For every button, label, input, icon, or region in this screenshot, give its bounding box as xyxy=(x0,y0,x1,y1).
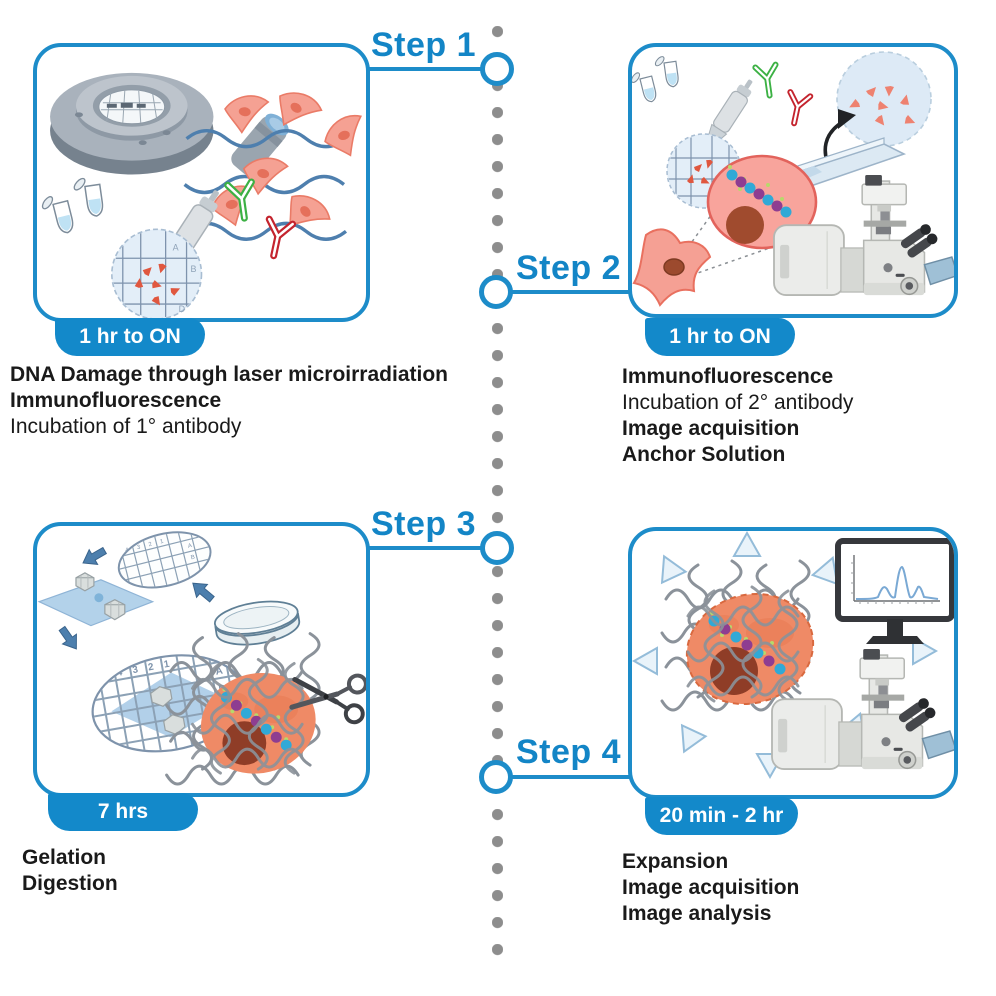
description-line: Incubation of 1° antibody xyxy=(10,415,242,438)
microtube-icon xyxy=(73,177,104,217)
description-line: Immunofluorescence xyxy=(10,389,222,412)
step4-duration-badge: 20 min - 2 hr xyxy=(645,797,798,835)
description-line: Anchor Solution xyxy=(622,443,786,466)
microtube-icon xyxy=(41,196,74,234)
svg-text:3: 3 xyxy=(132,664,140,676)
timeline-dotted-line xyxy=(492,26,503,960)
cells-with-laser-tracks-icon xyxy=(183,92,363,241)
step1-illustration: A B D xyxy=(41,72,363,318)
svg-text:1: 1 xyxy=(160,539,165,546)
description-line: Expansion xyxy=(622,850,729,873)
svg-text:A: A xyxy=(215,666,224,678)
timeline-node-step1 xyxy=(480,52,514,86)
timeline-node-step2 xyxy=(479,275,513,309)
gel-block-icon xyxy=(75,572,95,592)
gel-block-icon xyxy=(150,686,173,708)
connector-step4 xyxy=(512,775,630,779)
step4-illustration xyxy=(632,531,954,780)
svg-text:A: A xyxy=(173,242,179,252)
step2-illustration xyxy=(632,51,954,307)
gel-block-icon xyxy=(163,714,186,736)
description-line: Incubation of 2° antibody xyxy=(622,391,854,414)
step1-description: DNA Damage through laser microirradiatio… xyxy=(10,362,448,440)
svg-text:2: 2 xyxy=(148,541,153,548)
intensity-plot xyxy=(851,555,940,604)
green-antibody-icon xyxy=(752,61,779,99)
svg-text:A: A xyxy=(187,543,192,550)
svg-text:3: 3 xyxy=(136,544,141,551)
svg-text:2: 2 xyxy=(147,662,155,674)
step3-label: Step 3 xyxy=(371,505,477,543)
svg-text:1: 1 xyxy=(163,659,171,671)
gel-block-icon xyxy=(104,599,126,621)
imaging-chamber-icon xyxy=(50,72,214,175)
red-antibody-icon xyxy=(265,215,297,260)
description-line: Image acquisition xyxy=(622,876,800,899)
step4-panel xyxy=(628,527,958,799)
red-antibody-icon xyxy=(787,89,814,127)
connector-step1 xyxy=(368,67,482,71)
confocal-microscope-icon xyxy=(771,649,954,770)
step1-panel: A B D xyxy=(33,43,370,322)
connector-step2 xyxy=(512,290,630,294)
step1-duration-badge: 1 hr to ON xyxy=(55,318,205,356)
step2-panel xyxy=(628,43,958,318)
description-line: Digestion xyxy=(22,872,118,895)
step2-duration-badge: 1 hr to ON xyxy=(645,318,795,356)
polymer-mesh-over xyxy=(686,585,800,703)
svg-text:4: 4 xyxy=(125,547,130,554)
description-line: Immunofluorescence xyxy=(622,365,834,388)
polymer-mesh-over xyxy=(191,658,305,775)
timeline-node-step3 xyxy=(480,531,514,565)
gel-on-sheet-icon xyxy=(37,572,155,627)
confocal-microscope-icon xyxy=(773,175,954,296)
expanded-gel-cell-icon xyxy=(660,559,815,712)
monitor-icon xyxy=(835,538,954,644)
description-line: DNA Damage through laser microirradiatio… xyxy=(10,363,448,386)
coverslip-inset-icon xyxy=(836,51,932,147)
description-line: Gelation xyxy=(22,846,107,869)
connector-step3 xyxy=(368,546,482,550)
svg-text:B: B xyxy=(190,555,195,562)
dna-fluorophores xyxy=(726,165,792,218)
step4-label: Step 4 xyxy=(516,733,622,771)
dna-fluorophores xyxy=(220,687,292,751)
transfer-arrow-icon xyxy=(58,546,215,650)
step1-label: Step 1 xyxy=(371,26,477,64)
scissors-icon xyxy=(289,673,366,725)
microtube-icon xyxy=(654,56,679,88)
green-antibody-icon xyxy=(224,178,255,222)
description-line: Image analysis xyxy=(622,902,772,925)
step3-duration-badge: 7 hrs xyxy=(48,793,198,831)
svg-text:D: D xyxy=(179,304,186,314)
microtube-icon xyxy=(632,72,657,103)
gel-embedded-cell-icon xyxy=(165,632,321,786)
description-line: Image acquisition xyxy=(622,417,800,440)
step2-label: Step 2 xyxy=(516,249,622,287)
svg-text:B: B xyxy=(191,264,197,274)
timeline-node-step4 xyxy=(479,760,513,794)
petri-dish-icon xyxy=(214,600,301,646)
gridded-dish-icon: A B D xyxy=(111,228,203,318)
